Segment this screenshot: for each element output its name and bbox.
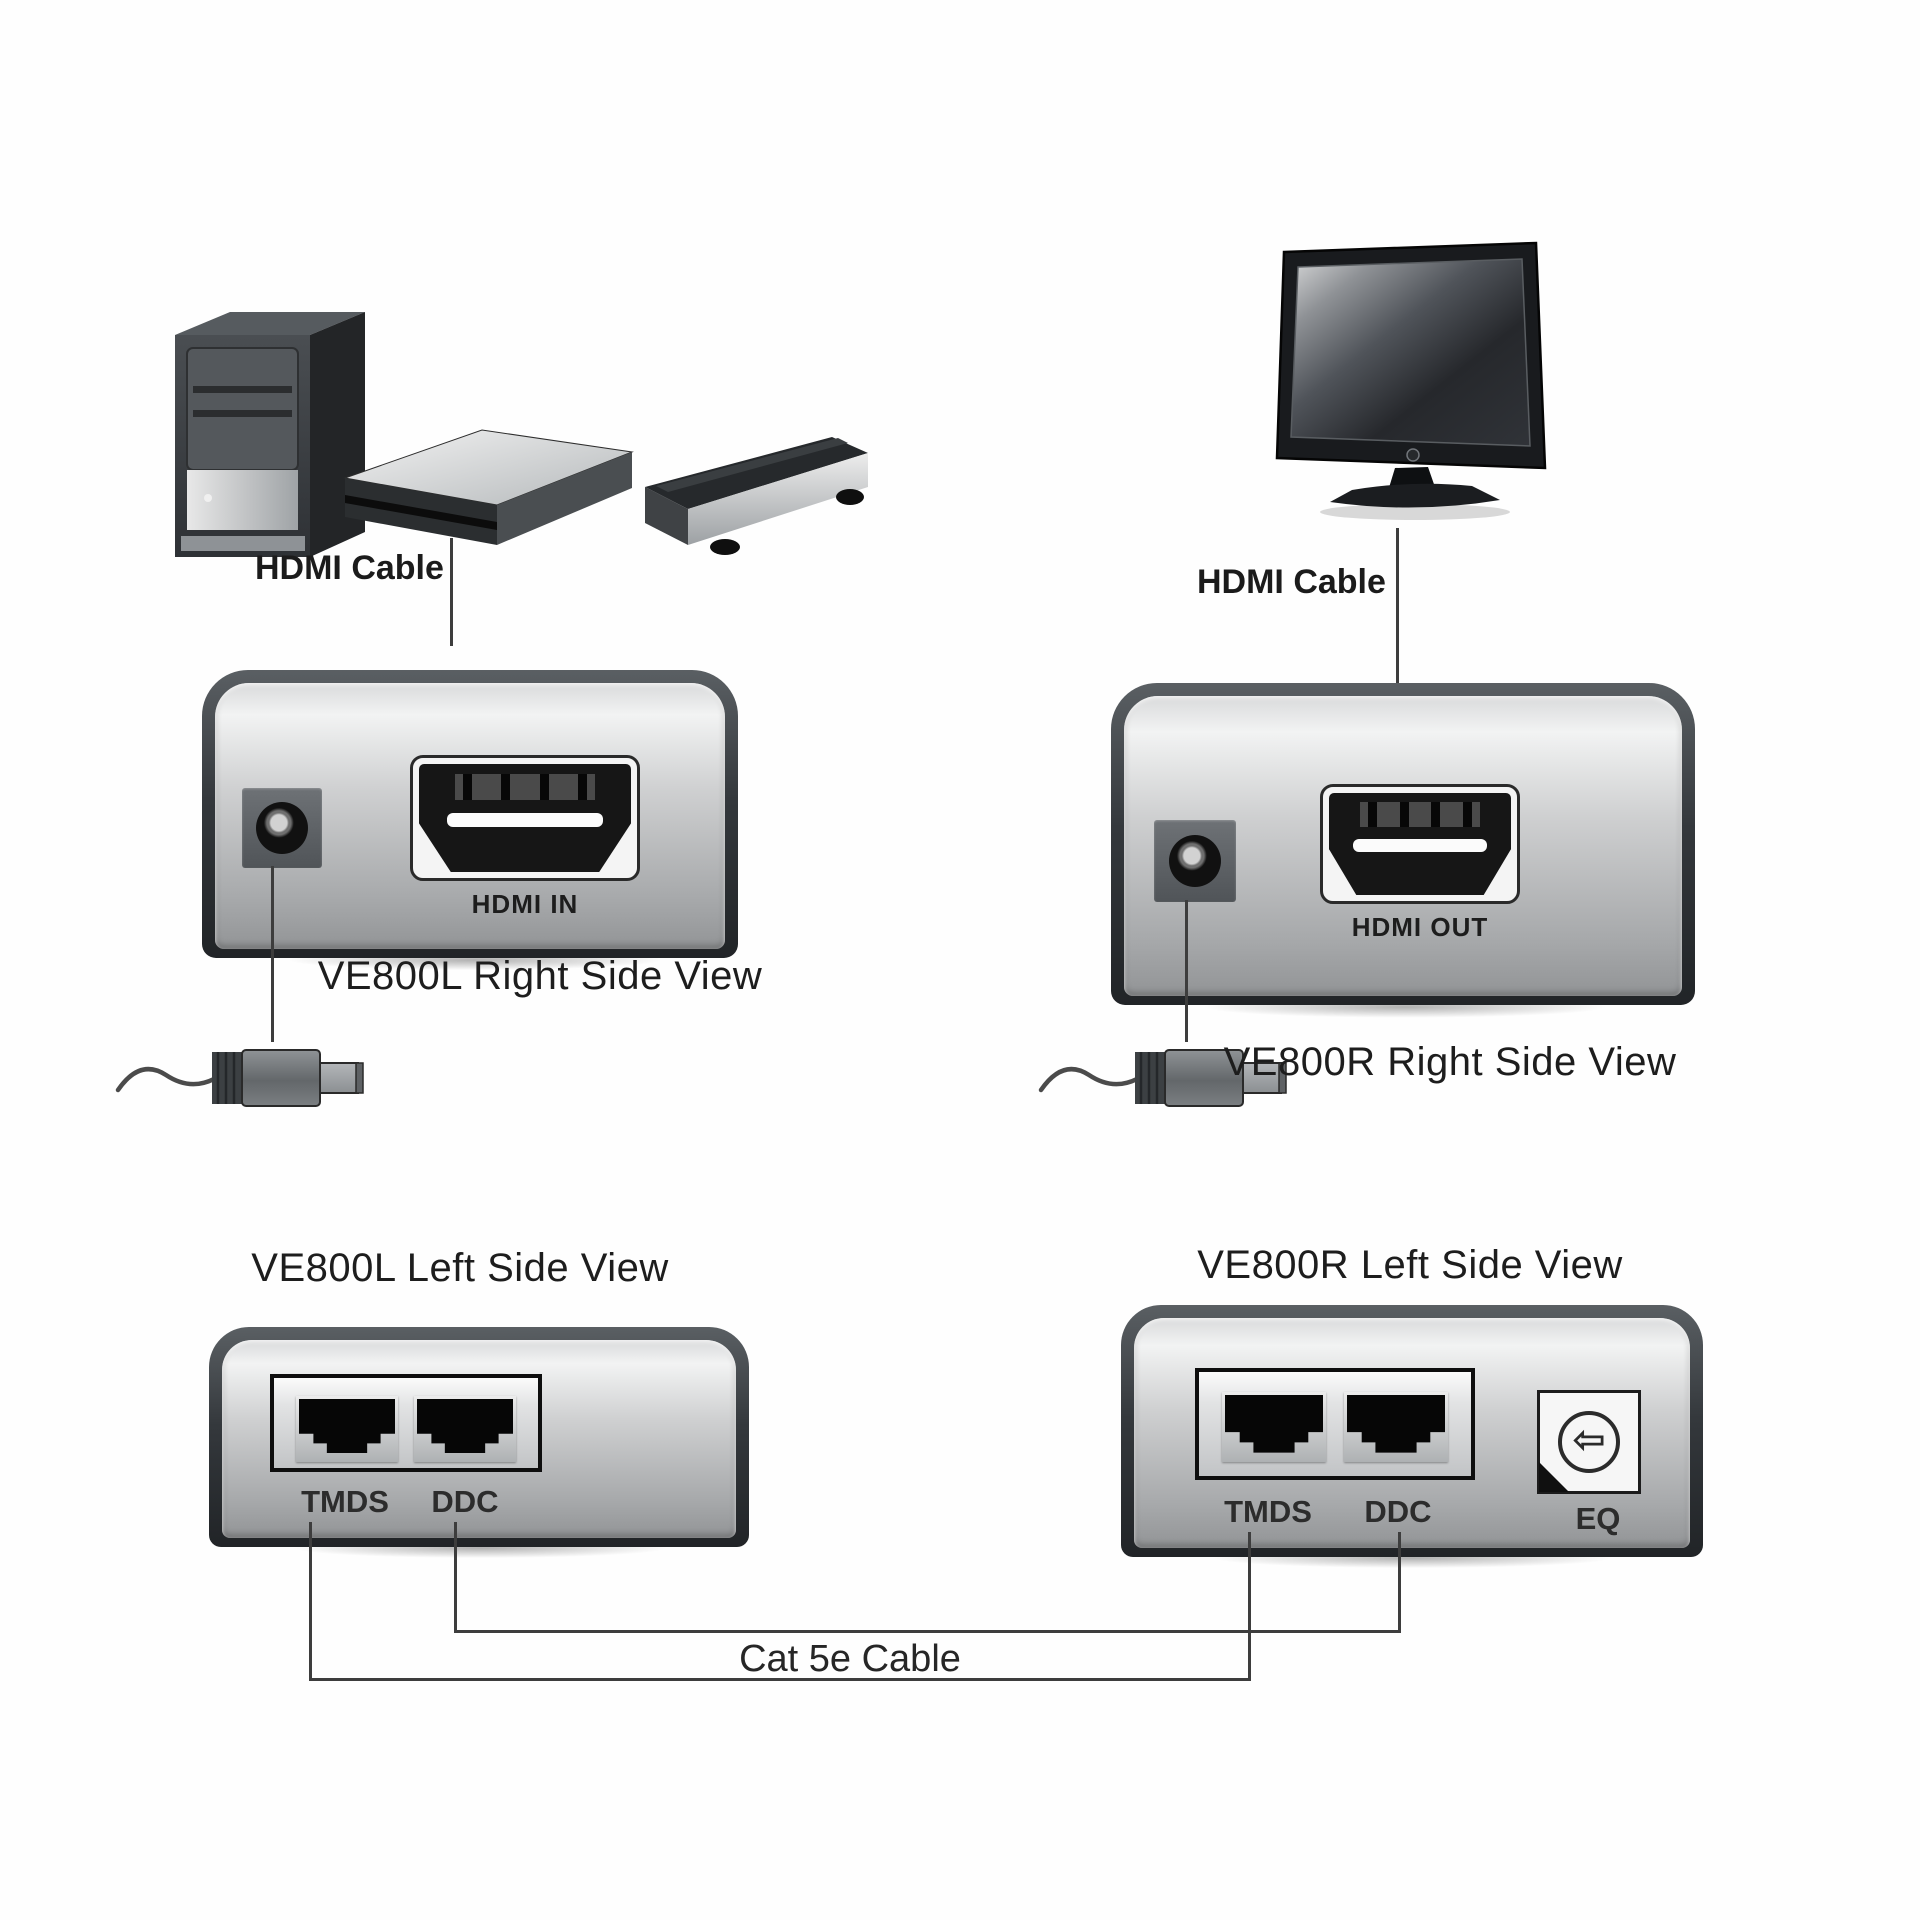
av-receiver-icon	[645, 437, 868, 555]
cat5e-line-upper	[454, 1630, 1401, 1633]
eq-switch-icon[interactable]: ⇦	[1537, 1390, 1641, 1494]
left-arrow-icon: ⇦	[1572, 1417, 1606, 1463]
hdmi-port-icon	[1320, 784, 1520, 904]
rj45-port-icon	[1222, 1392, 1326, 1462]
hdmi-in-label: HDMI IN	[471, 889, 579, 919]
ve800l-left-title: VE800L Left Side View	[251, 1246, 669, 1290]
power-plug-icon	[1038, 1049, 1287, 1107]
hdmi-port-slot	[1352, 838, 1488, 853]
hdmi-port-slot	[446, 812, 604, 827]
hdmi-port-pins	[1359, 802, 1481, 827]
hdmi-cable-line-right	[1396, 528, 1399, 683]
hdmi-out-label: HDMI OUT	[1351, 912, 1489, 942]
cat5e-line-tmds-right	[1248, 1532, 1251, 1681]
hdmi-cable-label-left: HDMI Cable	[255, 549, 444, 587]
tv-icon	[1275, 241, 1547, 520]
cat5e-line-tmds-left	[309, 1522, 312, 1681]
hdmi-port-pins	[455, 773, 595, 800]
tmds-label-left: TMDS	[301, 1484, 389, 1519]
tmds-label-right: TMDS	[1224, 1494, 1312, 1529]
rj45-port-icon	[414, 1396, 516, 1462]
eq-label: EQ	[1575, 1501, 1621, 1536]
pc-tower-icon	[175, 312, 365, 557]
dc-power-jack-icon	[242, 788, 322, 868]
power-cable-line-right	[1185, 900, 1188, 1042]
ve800l-right-side-panel: HDMI IN	[215, 683, 725, 949]
cat5e-line-ddc-right	[1398, 1532, 1401, 1633]
dc-jack-hole	[1169, 835, 1221, 887]
dc-power-jack-icon	[1154, 820, 1236, 902]
eq-dial-icon: ⇦	[1558, 1411, 1620, 1473]
ve800l-right-side-device: HDMI IN	[202, 670, 738, 958]
power-cable-line-left	[271, 866, 274, 1042]
hdmi-port-opening	[1329, 793, 1511, 895]
power-plug-icon	[115, 1049, 364, 1107]
rj45-port-panel	[1195, 1368, 1475, 1480]
ve800r-left-title: VE800R Left Side View	[1197, 1243, 1623, 1287]
ddc-label-left: DDC	[431, 1484, 499, 1519]
ve800r-right-side-panel: HDMI OUT	[1124, 696, 1682, 996]
ve800r-left-side-device: ⇦	[1121, 1305, 1703, 1557]
cat5e-line-ddc-left	[454, 1522, 457, 1633]
rj45-port-panel	[270, 1374, 542, 1472]
hdmi-port-opening	[419, 764, 631, 872]
hdmi-cable-label-right: HDMI Cable	[1197, 563, 1386, 601]
dc-jack-hole	[256, 802, 308, 854]
ve800l-left-side-device	[209, 1327, 749, 1547]
ddc-label-right: DDC	[1364, 1494, 1432, 1529]
ve800l-right-caption: VE800L Right Side View	[317, 954, 763, 998]
ve800l-left-side-panel	[222, 1340, 736, 1538]
ve800r-right-side-device: HDMI OUT	[1111, 683, 1695, 1005]
rj45-port-icon	[296, 1396, 398, 1462]
hdmi-cable-line-left	[450, 538, 453, 646]
hdmi-port-icon	[410, 755, 640, 881]
ve800r-left-side-panel: ⇦	[1134, 1318, 1690, 1548]
rj45-port-icon	[1344, 1392, 1448, 1462]
dvd-player-icon	[343, 429, 634, 545]
cat5e-cable-label: Cat 5e Cable	[739, 1638, 961, 1680]
cat5e-line-lower	[309, 1678, 1251, 1681]
ve800r-right-caption: VE800R Right Side View	[1223, 1040, 1677, 1084]
